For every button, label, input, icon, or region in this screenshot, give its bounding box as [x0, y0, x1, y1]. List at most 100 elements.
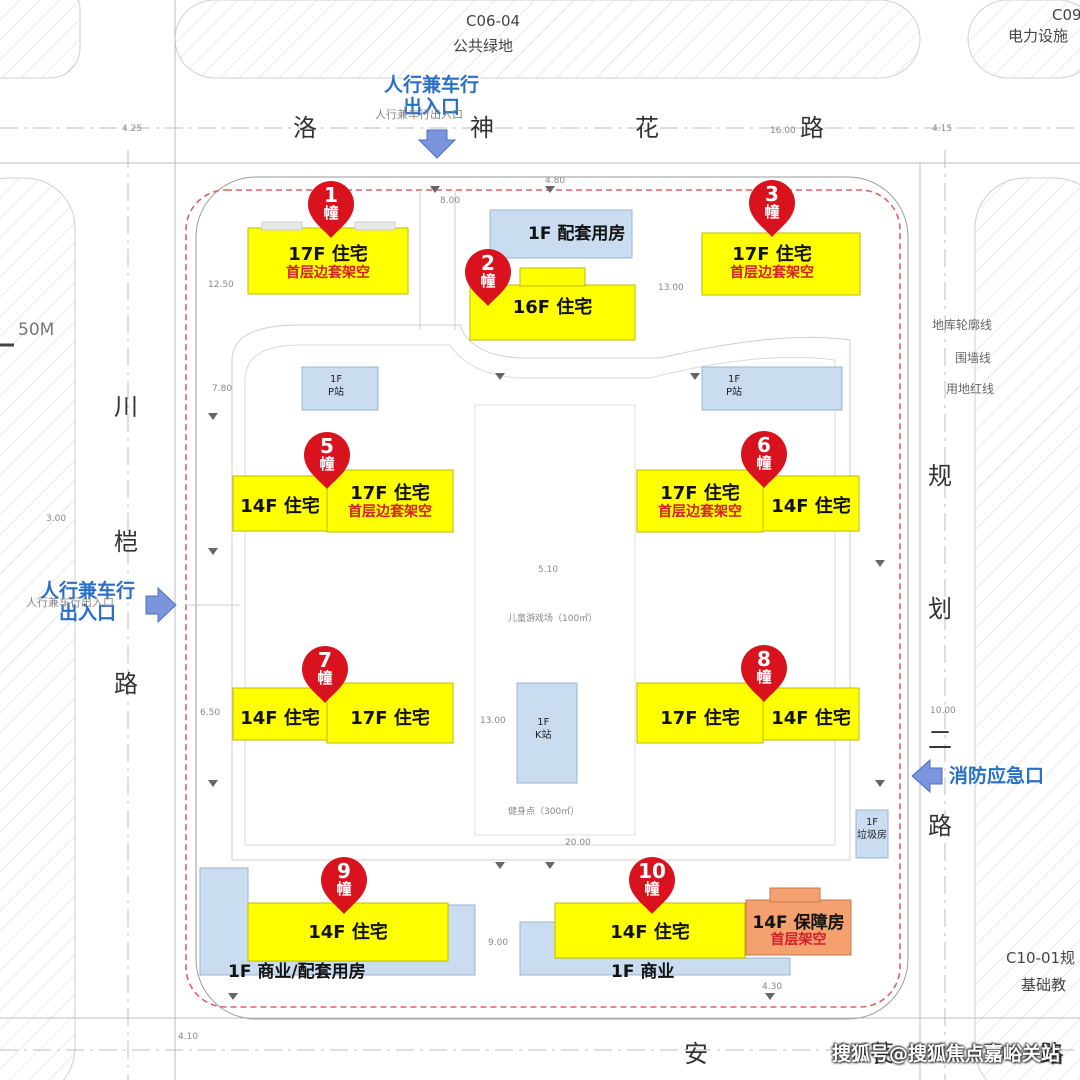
parcel-west	[0, 177, 76, 1080]
garbage-room-label: 1F 垃圾房	[857, 817, 887, 841]
road-north-char-3: 花	[635, 114, 659, 142]
road-north-char-4: 路	[800, 114, 824, 142]
fitness-label: 健身点（300㎡）	[508, 807, 580, 817]
building-3-shape	[701, 232, 861, 296]
building-5b-label: 17F 住宅 首层边套架空	[327, 483, 453, 520]
pin-3-unit: 幢	[764, 203, 780, 221]
road-east-char-4: 路	[928, 812, 952, 840]
building-9-shape	[247, 902, 449, 962]
pin-2-number: 2	[481, 251, 495, 275]
pin-8-unit: 幢	[756, 668, 772, 686]
dim-k-west: 13.00	[480, 716, 506, 726]
north-entry-label: 人行兼车行 出入口	[384, 74, 480, 118]
dim-west-road: 3.00	[46, 514, 67, 524]
pin-3-label: 3 幢	[752, 184, 792, 221]
plot-ne-code: C09	[1052, 6, 1080, 24]
dim-east-mid: 10.00	[930, 706, 956, 716]
inner-ring-road-2	[244, 344, 836, 846]
pin-10-marker	[629, 857, 675, 914]
affordable-housing-shape	[745, 887, 852, 956]
building-7a-floors: 14F 住宅	[240, 708, 320, 729]
affordable-housing-floors: 14F 保障房	[752, 913, 845, 933]
pin-2-label: 2 幢	[468, 253, 508, 290]
building-6a-label: 17F 住宅 首层边套架空	[637, 483, 763, 520]
dim-sw-corner: 4.10	[178, 1032, 199, 1042]
building-6-shape	[636, 469, 860, 533]
pin-1-label: 1 幢	[311, 185, 351, 222]
support-building-block	[489, 209, 633, 259]
p-station-west-label: 1F P站	[328, 374, 345, 398]
parcel-south-east	[974, 177, 1080, 1080]
dim-south-bottom: 4.30	[762, 982, 783, 992]
plot-se-code: C10-01规	[1006, 949, 1076, 967]
pin-5-marker	[304, 432, 350, 489]
north-entry-arrow-icon	[417, 129, 457, 159]
playground-label: 儿童游戏场（100㎡）	[508, 614, 598, 624]
road-south-char-1: 安	[684, 1040, 708, 1068]
parcel-north-east	[967, 0, 1080, 79]
pin-8-number: 8	[757, 647, 771, 671]
dim-west-top: 12.50	[208, 280, 234, 290]
road-east-char-2: 划	[928, 595, 952, 623]
pin-1-number: 1	[324, 183, 338, 207]
commercial-label: 1F 商业	[611, 962, 675, 982]
central-court	[474, 404, 636, 836]
pin-9-label: 9 幢	[324, 861, 364, 898]
affordable-housing-label: 14F 保障房 首层架空	[746, 913, 851, 949]
pin-7-label: 7 幢	[305, 650, 345, 687]
pin-5-number: 5	[320, 434, 334, 458]
plot-ne-name: 电力设施	[1008, 27, 1069, 45]
building-7a-label: 14F 住宅	[233, 708, 327, 730]
p-station-east-block	[701, 366, 843, 411]
plot-north-name: 公共绿地	[453, 37, 514, 55]
k-station-label: 1F K站	[535, 717, 552, 741]
building-6a-floors: 17F 住宅	[660, 483, 740, 504]
k-station-block	[516, 682, 578, 784]
building-3-label: 17F 住宅 首层边套架空	[702, 244, 842, 281]
road-west-char-1: 川	[114, 393, 138, 421]
pin-1-marker	[308, 181, 354, 238]
dim-b2-east: 13.00	[658, 283, 684, 293]
legend-wall-line: 围墙线	[955, 351, 992, 365]
watermark: 搜狐号@搜狐焦点嘉峪关站	[831, 1043, 1060, 1065]
red-boundary-line	[185, 189, 901, 1008]
dim-central: 20.00	[565, 838, 591, 848]
road-south-char-2: 苌	[870, 1040, 894, 1068]
pin-3-number: 3	[765, 182, 779, 206]
plot-se-name: 基础教	[1021, 976, 1067, 994]
dim-north-mid: 16.00	[770, 126, 796, 136]
building-8a-label: 17F 住宅	[637, 708, 763, 730]
pin-2-marker	[465, 249, 511, 306]
east-entry-arrow-icon	[911, 758, 943, 794]
pin-3-marker	[749, 180, 795, 237]
pins	[302, 180, 795, 914]
inner-ring-road	[231, 324, 851, 861]
building-5a-label: 14F 住宅	[233, 496, 327, 518]
pin-10-number: 10	[638, 859, 666, 883]
building-6b-floors: 14F 住宅	[771, 496, 851, 517]
dim-west-p: 7.80	[212, 384, 233, 394]
pin-6-label: 6 幢	[744, 435, 784, 472]
legend-red-line: 用地红线	[946, 382, 995, 396]
legend-basement-outline: 地库轮廓线	[932, 318, 993, 332]
dim-center-top: 5.10	[538, 565, 559, 575]
support-building-label: 1F 配套用房	[528, 224, 626, 244]
road-east-char-3: 二	[928, 726, 952, 754]
building-5b-note: 首层边套架空	[348, 503, 432, 520]
road-north-char-2: 神	[470, 114, 494, 142]
p-station-west-block	[301, 366, 379, 411]
pin-10-unit: 幢	[644, 880, 660, 898]
building-6a-note: 首层边套架空	[658, 503, 742, 520]
pin-7-number: 7	[318, 648, 332, 672]
parcel-north-west	[0, 0, 81, 79]
building-9-label: 14F 住宅	[248, 922, 448, 944]
building-9-floors: 14F 住宅	[308, 922, 388, 943]
building-10-label: 14F 住宅	[555, 922, 745, 944]
pin-2-unit: 幢	[480, 272, 496, 290]
road-west-width: 50M	[18, 320, 55, 340]
west-entry-label: 人行兼车行 出入口	[40, 580, 136, 624]
building-6b-label: 14F 住宅	[763, 496, 859, 518]
pin-7-unit: 幢	[317, 669, 333, 687]
pin-8-label: 8 幢	[744, 649, 784, 686]
